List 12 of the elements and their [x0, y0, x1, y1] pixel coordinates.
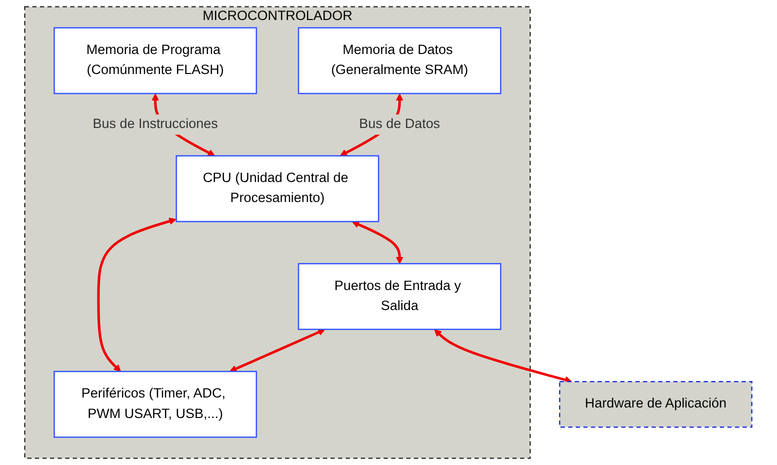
arrow	[230, 328, 326, 372]
node-box: Periféricos (Timer, ADC, PWM USART, USB,...)	[54, 370, 258, 438]
node-box: Puertos de Entrada y Salida	[298, 263, 502, 330]
node-box: Hardware de Aplicación	[559, 380, 753, 428]
node-box: Memoria de Programa (Comúnmente FLASH)	[54, 27, 258, 94]
node-box: Memoria de Datos (Generalmente SRAM)	[298, 27, 502, 94]
edge-label: Bus de Instrucciones	[92, 117, 218, 132]
arrow	[97, 218, 177, 372]
node-box: CPU (Unidad Central de Procesamiento)	[176, 155, 380, 222]
arrow	[352, 220, 404, 264]
edge-label: Bus de Datos	[359, 117, 440, 132]
arrow	[434, 329, 572, 384]
